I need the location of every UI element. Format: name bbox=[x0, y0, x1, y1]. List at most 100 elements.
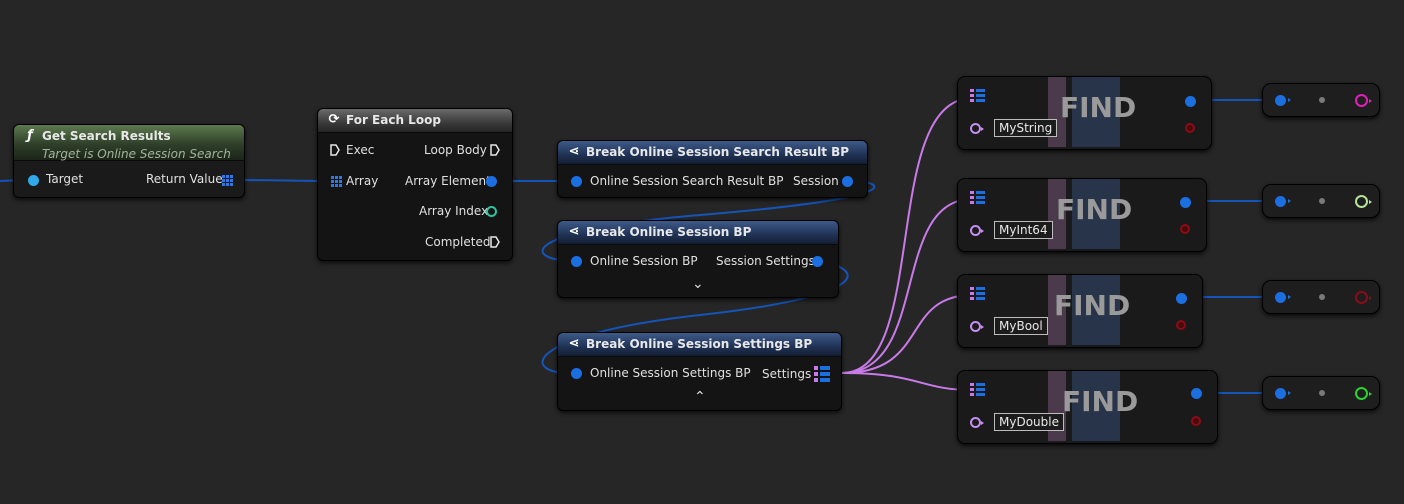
array-element-pin[interactable] bbox=[486, 176, 497, 187]
find-node-1[interactable]: FIND MyString bbox=[957, 76, 1212, 150]
find-title: FIND bbox=[1062, 385, 1139, 418]
key-pin[interactable] bbox=[970, 417, 984, 428]
find-node-4[interactable]: FIND MyDouble bbox=[957, 370, 1218, 444]
exec-label: Exec bbox=[346, 143, 375, 157]
wire-settings-to-settings bbox=[541, 260, 849, 375]
node-title: Break Online Session BP bbox=[586, 225, 752, 239]
value-out-pin[interactable] bbox=[1185, 96, 1196, 107]
find-decoration bbox=[1072, 77, 1120, 147]
convert-bool-node[interactable] bbox=[1262, 280, 1380, 314]
double-out-pin[interactable] bbox=[1355, 387, 1372, 400]
convert-string-node[interactable] bbox=[1262, 83, 1380, 117]
target-pin[interactable] bbox=[28, 175, 39, 186]
value-out-pin[interactable] bbox=[1191, 388, 1202, 399]
array-in-pin[interactable] bbox=[331, 176, 342, 187]
key-input[interactable]: MyBool bbox=[994, 317, 1048, 335]
find-node-3[interactable]: FIND MyBool bbox=[957, 274, 1203, 348]
completed-pin[interactable] bbox=[490, 236, 500, 248]
chevron-down-icon[interactable]: ⌄ bbox=[692, 276, 704, 292]
wire-return-to-array bbox=[235, 179, 331, 182]
break-search-result-node[interactable]: ⋖ Break Online Session Search Result BP … bbox=[557, 140, 868, 198]
map-in-pin[interactable] bbox=[968, 87, 986, 103]
wire-map-find-3 bbox=[841, 294, 973, 374]
found-out-pin[interactable] bbox=[1191, 416, 1201, 426]
string-out-pin[interactable] bbox=[1355, 94, 1372, 107]
session-out-pin[interactable] bbox=[842, 176, 853, 187]
node-title: Break Online Session Search Result BP bbox=[586, 145, 850, 159]
session-settings-out-label: Session Settings bbox=[716, 254, 815, 268]
break-struct-icon: ⋖ bbox=[568, 336, 580, 351]
node-title: Get Search Results bbox=[42, 129, 171, 143]
find-decoration bbox=[1072, 275, 1120, 345]
convert-in-pin[interactable] bbox=[1275, 292, 1291, 303]
array-element-label: Array Element bbox=[405, 174, 491, 188]
find-title: FIND bbox=[1060, 91, 1137, 124]
key-pin[interactable] bbox=[970, 225, 984, 236]
break-struct-icon: ⋖ bbox=[568, 144, 580, 159]
found-out-pin[interactable] bbox=[1176, 320, 1186, 330]
map-in-pin[interactable] bbox=[968, 381, 986, 397]
find-decoration bbox=[1048, 275, 1066, 345]
find-title: FIND bbox=[1054, 289, 1131, 322]
node-header[interactable]: ⋖ Break Online Session Settings BP bbox=[558, 333, 841, 357]
array-index-pin[interactable] bbox=[486, 206, 497, 217]
int64-out-pin[interactable] bbox=[1355, 195, 1372, 208]
value-out-pin[interactable] bbox=[1176, 293, 1187, 304]
convert-in-pin[interactable] bbox=[1275, 388, 1291, 399]
loop-icon: ⟳ bbox=[328, 112, 340, 127]
settings-out-label: Settings bbox=[762, 367, 812, 381]
completed-label: Completed bbox=[425, 235, 491, 249]
function-icon: ƒ bbox=[27, 128, 33, 143]
convert-dot-icon bbox=[1319, 97, 1325, 103]
node-title: Break Online Session Settings BP bbox=[586, 337, 813, 351]
convert-in-pin[interactable] bbox=[1275, 196, 1291, 207]
convert-dot-icon bbox=[1319, 390, 1325, 396]
find-node-2[interactable]: FIND MyInt64 bbox=[957, 178, 1207, 252]
bool-out-pin[interactable] bbox=[1355, 291, 1372, 304]
find-title: FIND bbox=[1056, 193, 1133, 226]
array-index-label: Array Index bbox=[419, 204, 489, 218]
target-label: Target bbox=[46, 172, 84, 186]
map-in-pin[interactable] bbox=[968, 189, 986, 205]
session-out-label: Session bbox=[793, 174, 839, 188]
session-settings-out-pin[interactable] bbox=[812, 256, 823, 267]
break-session-node[interactable]: ⋖ Break Online Session BP Online Session… bbox=[557, 220, 839, 298]
found-out-pin[interactable] bbox=[1185, 123, 1195, 133]
wire-map-find-1 bbox=[841, 97, 973, 374]
key-pin[interactable] bbox=[970, 123, 984, 134]
convert-int64-node[interactable] bbox=[1262, 184, 1380, 218]
value-out-pin[interactable] bbox=[1180, 197, 1191, 208]
key-input[interactable]: MyString bbox=[994, 119, 1058, 137]
node-header[interactable]: ⋖ Break Online Session BP bbox=[558, 221, 838, 245]
key-input[interactable]: MyInt64 bbox=[994, 221, 1053, 239]
for-each-loop-node[interactable]: ⟳ For Each Loop Exec Loop Body Array Arr… bbox=[317, 108, 513, 261]
convert-dot-icon bbox=[1319, 294, 1325, 300]
wire-session-to-session bbox=[541, 179, 876, 262]
convert-in-pin[interactable] bbox=[1275, 95, 1291, 106]
exec-in-pin[interactable] bbox=[330, 144, 340, 156]
get-search-results-node[interactable]: ƒ Get Search Results Target is Online Se… bbox=[13, 124, 245, 198]
node-header[interactable]: ⟳ For Each Loop bbox=[318, 109, 512, 133]
wire-map-find-4 bbox=[841, 372, 973, 391]
find-decoration bbox=[1072, 179, 1120, 249]
settings-in-label: Online Session Settings BP bbox=[590, 366, 751, 380]
convert-double-node[interactable] bbox=[1262, 376, 1380, 410]
loop-body-label: Loop Body bbox=[424, 143, 487, 157]
settings-in-pin[interactable] bbox=[571, 368, 582, 379]
key-input[interactable]: MyDouble bbox=[994, 413, 1064, 431]
break-settings-node[interactable]: ⋖ Break Online Session Settings BP Onlin… bbox=[557, 332, 842, 411]
node-header[interactable]: ⋖ Break Online Session Search Result BP bbox=[558, 141, 867, 165]
loop-body-pin[interactable] bbox=[490, 144, 500, 156]
array-label: Array bbox=[346, 174, 379, 188]
settings-map-pin[interactable] bbox=[814, 366, 830, 382]
chevron-up-icon[interactable]: ⌃ bbox=[694, 389, 706, 405]
found-out-pin[interactable] bbox=[1180, 224, 1190, 234]
find-decoration bbox=[1072, 371, 1120, 441]
session-in-pin[interactable] bbox=[571, 256, 582, 267]
key-pin[interactable] bbox=[970, 321, 984, 332]
return-value-array-pin[interactable] bbox=[222, 175, 233, 186]
search-result-in-pin[interactable] bbox=[571, 176, 582, 187]
map-in-pin[interactable] bbox=[968, 285, 986, 301]
node-subtitle: Target is Online Session Search bbox=[42, 147, 231, 161]
node-header[interactable]: ƒ Get Search Results Target is Online Se… bbox=[14, 125, 244, 161]
